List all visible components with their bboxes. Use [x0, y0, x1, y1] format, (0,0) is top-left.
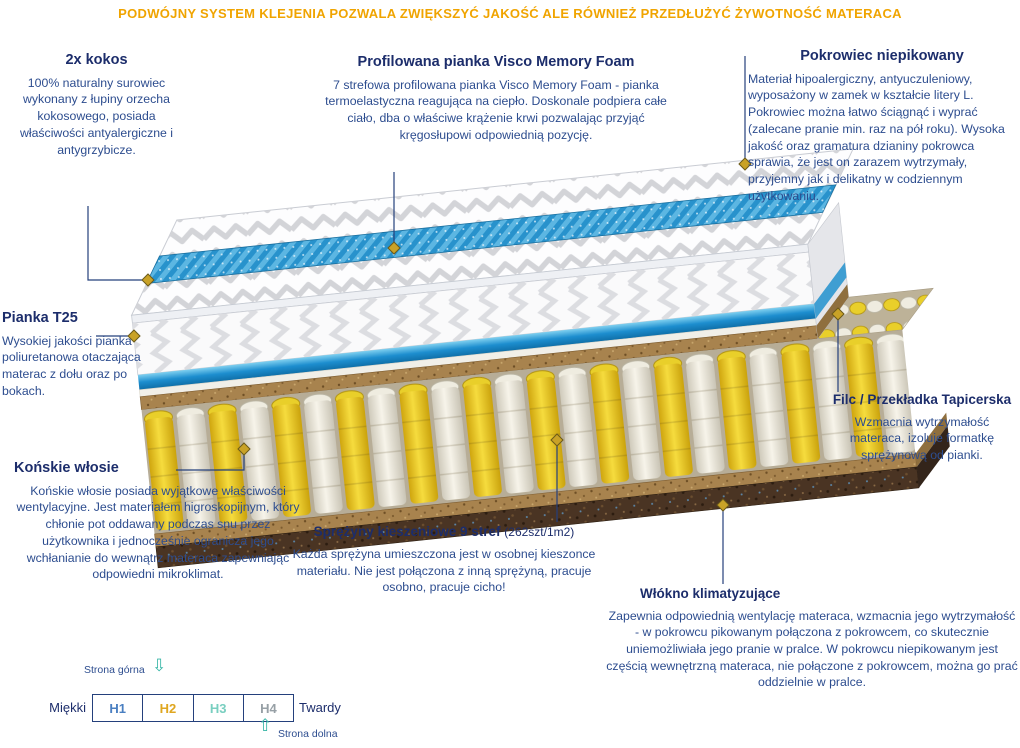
callout-sprezyny-title: Sprężyny kieszeniowe 9 stref	[313, 524, 501, 539]
callout-sprezyny-body: Każda sprężyna umieszczona jest w osobne…	[292, 546, 596, 595]
callout-pianka-t25: Pianka T25 Wysokiej jakości pianka poliu…	[2, 310, 154, 400]
firmness-level-h3: H3	[192, 695, 243, 721]
diamond-konskie	[237, 442, 251, 456]
callout-pianka-t25-body: Wysokiej jakości pianka poliuretanowa ot…	[2, 333, 141, 398]
firmness-scale: H1 H2 H3 H4	[92, 694, 294, 722]
layer-visco-front	[137, 303, 816, 390]
diamond-filc	[831, 307, 845, 321]
layer-coconut-1	[139, 325, 819, 411]
layer-cover-edge	[131, 243, 810, 324]
callout-pianka-t25-title: Pianka T25	[2, 310, 78, 326]
right-side-visco	[814, 262, 847, 319]
layer-foam-front	[131, 251, 815, 376]
callout-konskie-wlosie: Końskie włosie Końskie włosie posiada wy…	[14, 460, 302, 583]
callout-konskie-wlosie-body: Końskie włosie posiada wyjątkowe właściw…	[16, 483, 300, 582]
callout-pokrowiec-title: Pokrowiec niepikowany	[800, 48, 964, 64]
callout-visco: Profilowana pianka Visco Memory Foam 7 s…	[318, 54, 674, 144]
callout-wlokno-title: Włókno klimatyzujące	[640, 586, 781, 601]
diamond-kokos	[141, 273, 155, 287]
callout-konskie-wlosie-title: Końskie włosie	[14, 460, 119, 476]
callout-filc: Filc / Przekładka Tapicerska Wzmacnia wy…	[826, 392, 1018, 464]
right-side-coconut	[816, 284, 849, 339]
hard-label: Twardy	[299, 700, 341, 715]
callout-filc-body: Wzmacnia wytrzymałość materaca, izoluje …	[849, 414, 995, 462]
callout-sprezyny: Sprężyny kieszeniowe 9 stref (262szt/1m2…	[292, 524, 596, 596]
callout-filc-title: Filc / Przekładka Tapicerska	[832, 392, 1012, 407]
firmness-level-h1: H1	[109, 700, 126, 716]
callout-kokos: 2x kokos 100% naturalny surowiec wykonan…	[14, 52, 179, 158]
springs-top-terrace	[817, 287, 934, 339]
right-side-upper	[807, 201, 849, 340]
callout-sprezyny-count: (262szt/1m2)	[504, 525, 575, 539]
callout-kokos-body: 100% naturalny surowiec wykonany z łupin…	[19, 75, 174, 157]
callout-visco-body: 7 strefowa profilowana pianka Visco Memo…	[325, 77, 667, 142]
diamond-visco	[387, 241, 401, 255]
firmness-level-h2: H2	[142, 695, 192, 721]
callout-wlokno: Włókno klimatyzujące Zapewnia odpowiedni…	[606, 586, 1018, 691]
arrow-down-icon: ⇩	[152, 656, 167, 675]
bottom-side-label: Strona dolna	[278, 728, 338, 740]
top-side-label: Strona górna	[84, 664, 145, 676]
top-banner: PODWÓJNY SYSTEM KLEJENIA POZWALA ZWIĘKSZ…	[118, 6, 902, 21]
layer-horsehair	[139, 318, 817, 398]
arrow-up-icon: ⇧	[258, 716, 273, 735]
callout-pokrowiec: Pokrowiec niepikowany Materiał hipoalerg…	[748, 48, 1016, 204]
layer-visco-band-top	[145, 184, 837, 284]
callout-pokrowiec-body: Materiał hipoalergiczny, antyuczuleniowy…	[748, 71, 1005, 203]
firmness-level-h4: H4	[242, 695, 293, 721]
soft-label: Miękki	[49, 700, 86, 715]
callout-visco-title: Profilowana pianka Visco Memory Foam	[357, 54, 635, 70]
leader-diamonds	[127, 157, 845, 512]
callout-wlokno-body: Zapewnia odpowiednią wentylację materaca…	[606, 608, 1018, 690]
leader-kokos	[87, 206, 142, 281]
diamond-wlokno	[716, 498, 730, 512]
callout-kokos-title: 2x kokos	[65, 52, 128, 68]
diamond-sprezyny	[550, 433, 564, 447]
